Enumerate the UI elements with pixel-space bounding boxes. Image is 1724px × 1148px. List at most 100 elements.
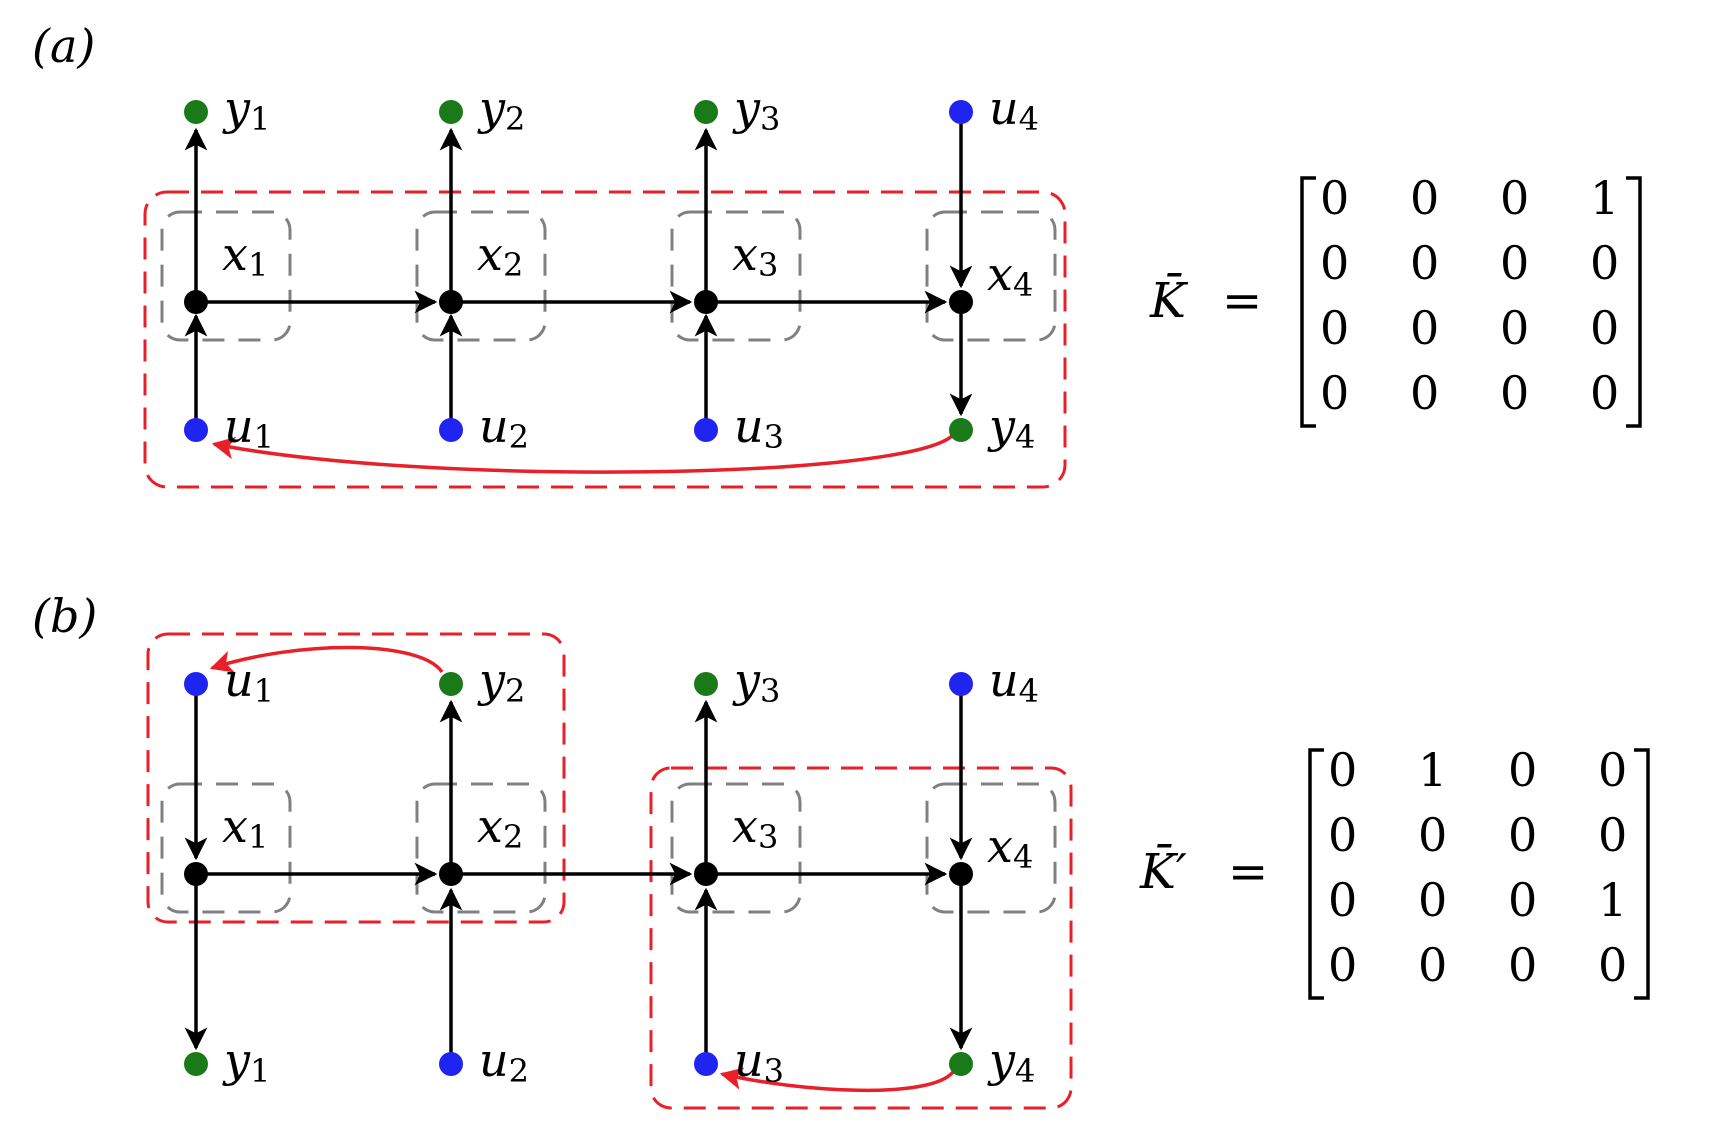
matrix-cell: 0 (1410, 301, 1439, 355)
node-y2 (439, 100, 463, 124)
node-y3 (694, 100, 718, 124)
feedback-group-box-left (146, 632, 566, 924)
matrix-cell: 0 (1328, 938, 1357, 992)
node-label-y2: y2 (477, 81, 525, 138)
node-x4 (949, 862, 973, 886)
node-x4 (949, 290, 973, 314)
node-label-y1: y1 (222, 81, 270, 138)
matrix-cell: 0 (1328, 808, 1357, 862)
node-label-y4: y4 (987, 399, 1035, 456)
matrix-cell: 0 (1508, 938, 1537, 992)
panel-b: (b) u (32, 589, 1650, 1110)
node-x2 (439, 290, 463, 314)
node-x1 (184, 290, 208, 314)
node-label-u1: u1 (224, 653, 274, 710)
node-y3 (694, 672, 718, 696)
state-box-x2 (415, 210, 547, 342)
equation-symbol: K̄′ (1139, 842, 1187, 900)
feedback-edge-y4-u3 (719, 1067, 955, 1093)
node-x3 (694, 862, 718, 886)
matrix-cell: 1 (1590, 171, 1619, 225)
node-y1 (184, 1052, 208, 1076)
node-label-u4: u4 (989, 653, 1039, 710)
node-x1 (184, 862, 208, 886)
node-label-u3: u3 (734, 399, 784, 456)
state-box-x2 (415, 782, 547, 914)
node-label-u2: u2 (479, 399, 529, 456)
node-label-u3: u3 (734, 1033, 784, 1090)
matrix-cells: 0 0 0 1 0 0 0 0 0 0 0 0 0 0 0 0 (1320, 171, 1619, 420)
matrix-cell: 1 (1598, 873, 1627, 927)
matrix-cell: 0 (1500, 236, 1529, 290)
node-label-x4: x4 (987, 247, 1033, 304)
node-u3 (694, 1052, 718, 1076)
node-x3 (694, 290, 718, 314)
node-y4 (949, 1052, 973, 1076)
matrix-cell: 0 (1590, 236, 1619, 290)
equation-b: K̄′ = 0 1 0 0 0 0 0 0 0 0 0 1 0 0 0 0 (1139, 743, 1650, 1000)
feedback-group-box (143, 190, 1067, 489)
matrix-cell: 0 (1500, 301, 1529, 355)
panel-label-b: (b) (32, 589, 97, 643)
node-u3 (694, 418, 718, 442)
matrix-cell: 0 (1500, 171, 1529, 225)
state-box-x1 (160, 210, 292, 342)
matrix-cell: 1 (1418, 743, 1447, 797)
node-label-x2: x2 (477, 799, 523, 856)
matrix-cell: 0 (1320, 171, 1349, 225)
matrix-bracket-right (1626, 176, 1642, 428)
node-y4 (949, 418, 973, 442)
node-label-y4: y4 (987, 1033, 1035, 1090)
matrix-cell: 0 (1500, 366, 1529, 420)
node-label-x3: x3 (732, 799, 778, 856)
matrix-cell: 0 (1590, 301, 1619, 355)
node-u4 (949, 100, 973, 124)
equation-symbol: K̄ (1149, 271, 1189, 329)
matrix-cell: 0 (1590, 366, 1619, 420)
node-label-x1: x1 (222, 227, 268, 284)
state-box-x4 (925, 782, 1057, 914)
equation-equals: = (1222, 273, 1262, 329)
node-u4 (949, 672, 973, 696)
matrix-cell: 0 (1508, 743, 1537, 797)
matrix-cell: 0 (1598, 938, 1627, 992)
node-label-y1: y1 (222, 1033, 270, 1090)
node-label-u2: u2 (479, 1033, 529, 1090)
node-label-y3: y3 (732, 653, 780, 710)
node-label-x2: x2 (477, 227, 523, 284)
matrix-bracket-left (1300, 176, 1316, 428)
matrix-cell: 0 (1320, 366, 1349, 420)
node-x2 (439, 862, 463, 886)
node-u1 (184, 418, 208, 442)
matrix-cells: 0 1 0 0 0 0 0 0 0 0 0 1 0 0 0 0 (1328, 743, 1627, 992)
state-box-x3 (670, 782, 802, 914)
node-y2 (439, 672, 463, 696)
state-box-x3 (670, 210, 802, 342)
matrix-cell: 0 (1320, 236, 1349, 290)
feedback-edge-y2-u1 (209, 645, 444, 674)
node-u2 (439, 1052, 463, 1076)
matrix-cell: 0 (1598, 808, 1627, 862)
state-box-x4 (925, 210, 1057, 342)
matrix-cell: 0 (1320, 301, 1349, 355)
node-label-u4: u4 (989, 81, 1039, 138)
node-y1 (184, 100, 208, 124)
matrix-cell: 0 (1418, 873, 1447, 927)
equation-a: K̄ = 0 0 0 1 0 0 0 0 0 0 0 0 0 0 0 0 (1149, 171, 1642, 428)
feedback-edge-y4-u1 (211, 434, 954, 474)
matrix-cell: 0 (1508, 873, 1537, 927)
matrix-bracket-right (1634, 748, 1650, 1000)
node-label-x3: x3 (732, 227, 778, 284)
state-box-x1 (160, 782, 292, 914)
matrix-cell: 0 (1418, 808, 1447, 862)
matrix-cell: 0 (1328, 873, 1357, 927)
node-label-x1: x1 (222, 799, 268, 856)
matrix-bracket-left (1308, 748, 1324, 1000)
node-u1 (184, 672, 208, 696)
panel-a: (a) y1 y2 (32, 19, 1642, 489)
matrix-cell: 0 (1410, 236, 1439, 290)
matrix-cell: 0 (1410, 366, 1439, 420)
matrix-cell: 0 (1598, 743, 1627, 797)
matrix-cell: 0 (1508, 808, 1537, 862)
